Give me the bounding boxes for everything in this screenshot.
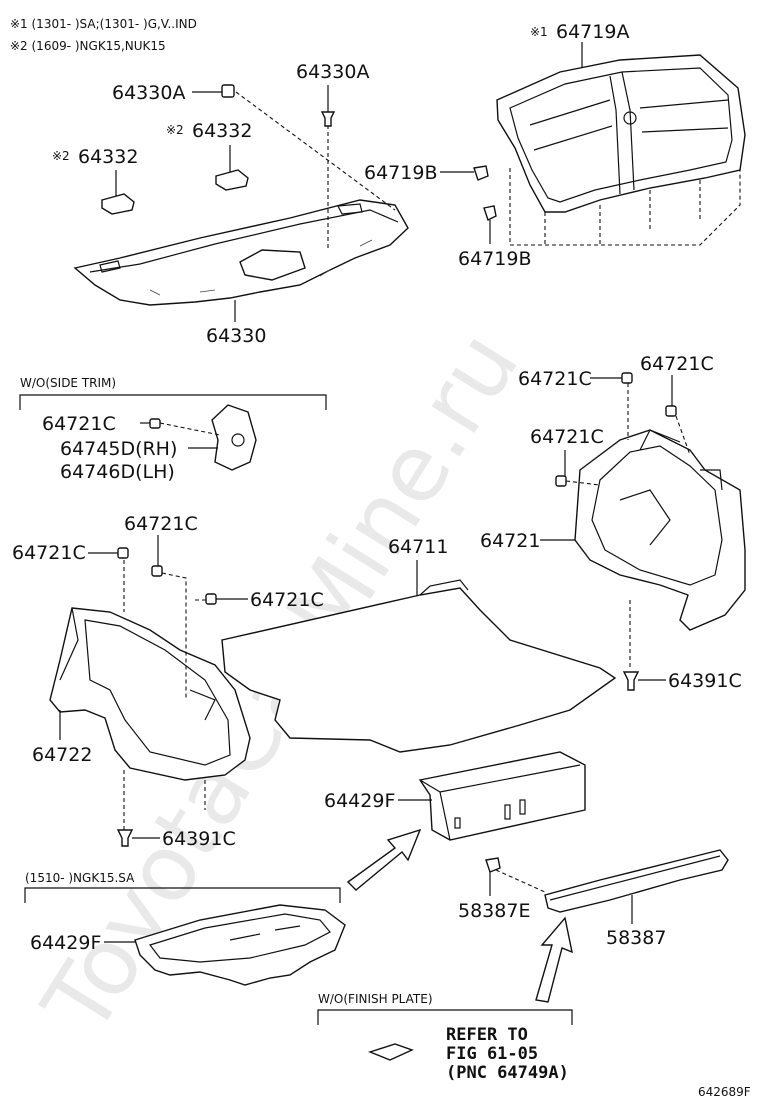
label-64429F-bottom: 64429F — [30, 932, 101, 954]
cover-64745D-64746D[interactable] — [211, 404, 257, 471]
arrow-upper — [346, 828, 422, 891]
clip-64719B-top[interactable] — [473, 165, 489, 181]
clip-64721C-e[interactable] — [117, 547, 129, 559]
figure-id: 642689F — [698, 1085, 751, 1099]
floor-mat-64711[interactable] — [221, 579, 617, 753]
clip-64721C-b[interactable] — [621, 372, 633, 384]
note-1: ※1 (1301- )SA;(1301- )G,V..IND — [10, 17, 197, 31]
label-64332-left: 64332 — [78, 146, 138, 168]
mark-1: ※1 — [530, 25, 548, 39]
side-trim-64721[interactable] — [574, 429, 746, 631]
package-tray-trim-panel[interactable] — [73, 199, 409, 306]
label-64330A-left: 64330A — [112, 82, 185, 104]
luggage-door-trim-cover[interactable] — [496, 54, 746, 213]
label-64429F-top: 64429F — [324, 790, 395, 812]
side-trim-64722[interactable] — [49, 607, 251, 781]
group-side-trim: W/O(SIDE TRIM) — [20, 376, 116, 390]
clip-64721C-c[interactable] — [665, 405, 677, 417]
label-64719B-bottom: 64719B — [458, 248, 531, 270]
clip-64721C-f[interactable] — [151, 565, 163, 577]
label-64332-right: 64332 — [192, 120, 252, 142]
finish-plate-ref-icon — [367, 1043, 414, 1061]
mark-2-left: ※2 — [52, 149, 70, 163]
refer-line-1[interactable]: REFER TO — [446, 1025, 528, 1045]
label-64745D: 64745D(RH) — [60, 438, 177, 460]
clip-64721C-a[interactable] — [149, 418, 161, 429]
label-64721: 64721 — [480, 530, 540, 552]
note-2: ※2 (1609- )NGK15,NUK15 — [10, 39, 166, 53]
arrow-lower — [535, 916, 573, 1003]
pad-64332-right[interactable] — [215, 169, 249, 191]
label-64391C-right: 64391C — [668, 670, 742, 692]
clip-64391C-right[interactable] — [622, 671, 640, 691]
label-64721C-a: 64721C — [42, 413, 116, 435]
mark-2-right: ※2 — [166, 123, 184, 137]
label-64721C-b: 64721C — [518, 368, 592, 390]
finish-plate-58387[interactable] — [544, 849, 729, 913]
clip-64391C-left[interactable] — [116, 829, 134, 847]
label-64719B-top: 64719B — [364, 162, 437, 184]
refer-line-2[interactable]: FIG 61-05 — [446, 1044, 538, 1064]
clip-64330A-right[interactable] — [320, 111, 336, 127]
label-64721C-f: 64721C — [124, 513, 198, 535]
label-64719A: 64719A — [556, 21, 629, 43]
label-64721C-d: 64721C — [530, 426, 604, 448]
box-64429F-lower[interactable] — [134, 904, 346, 986]
label-64330: 64330 — [206, 325, 266, 347]
label-64722: 64722 — [32, 744, 92, 766]
label-58387: 58387 — [606, 927, 666, 949]
label-64721C-c: 64721C — [640, 353, 714, 375]
label-64330A-right: 64330A — [296, 61, 369, 83]
clip-64330A-left[interactable] — [221, 84, 235, 98]
group-ngk: (1510- )NGK15.SA — [25, 871, 135, 885]
clip-58387E[interactable] — [485, 857, 501, 873]
clip-64721C-g[interactable] — [205, 593, 217, 605]
label-64746D: 64746D(LH) — [60, 461, 175, 483]
clip-64721C-d[interactable] — [555, 475, 567, 487]
pad-64332-left[interactable] — [101, 193, 135, 215]
group-finish-plate: W/O(FINISH PLATE) — [318, 992, 433, 1006]
box-64429F-upper[interactable] — [418, 751, 586, 841]
label-64391C-left: 64391C — [162, 828, 236, 850]
refer-line-3[interactable]: (PNC 64749A) — [446, 1063, 569, 1083]
label-58387E: 58387E — [458, 900, 530, 922]
label-64721C-e: 64721C — [12, 542, 86, 564]
label-64711: 64711 — [388, 536, 448, 558]
label-64721C-g: 64721C — [250, 589, 324, 611]
clip-64719B-bottom[interactable] — [483, 205, 497, 221]
